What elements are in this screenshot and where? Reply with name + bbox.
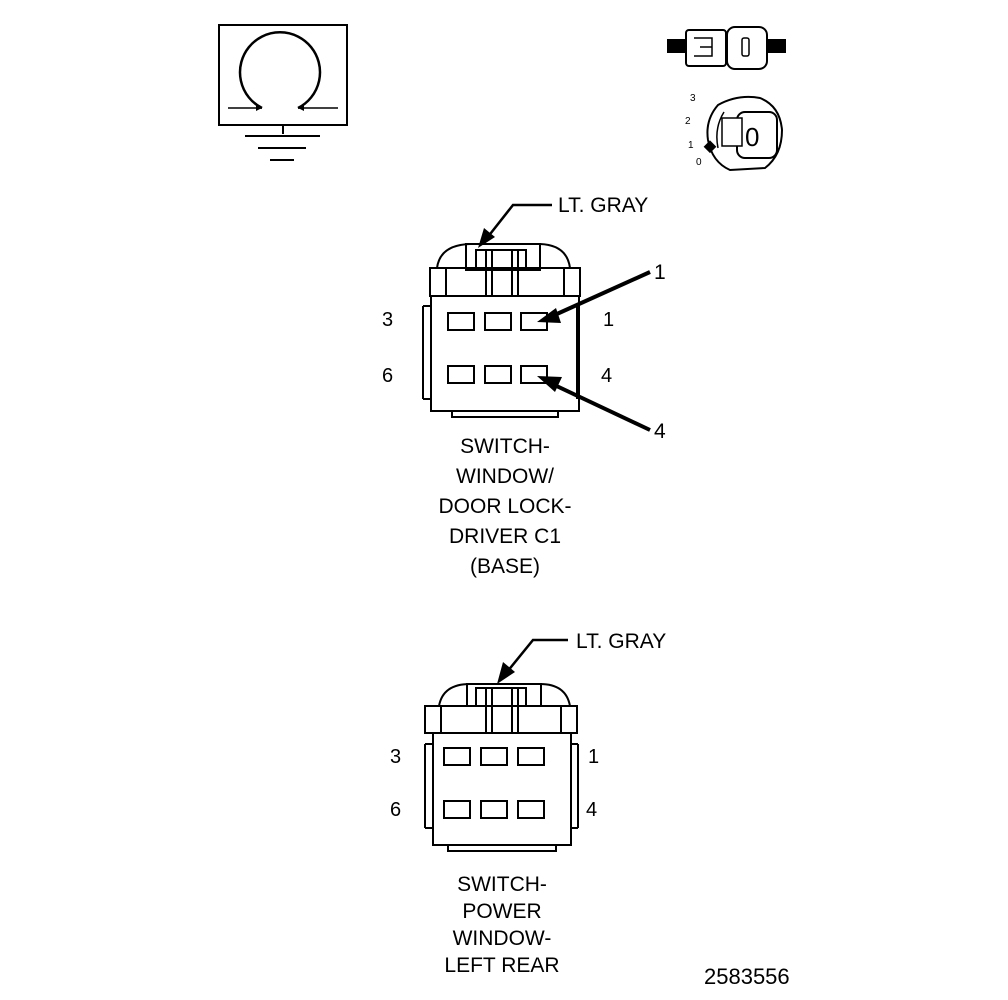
figure-number: 2583556: [704, 964, 790, 989]
callout-4-arrow: [537, 376, 651, 432]
connector-1-caption-line: (BASE): [469, 555, 540, 578]
connector-2-caption-line: LEFT REAR: [444, 954, 560, 977]
connector-2-pin-6-label: 6: [390, 799, 402, 821]
callout-1-arrow: [537, 270, 651, 323]
connector-1-body: [422, 243, 581, 418]
connector-1-pin-3-label: 3: [382, 309, 394, 331]
ignition-position-0: 0: [696, 157, 702, 168]
connector-1-pin-4-label: 4: [601, 365, 613, 387]
ignition-key-icon: [703, 95, 784, 172]
ignition-position-3: 3: [690, 93, 696, 104]
connector-1-pin-6-label: 6: [382, 365, 394, 387]
connector-1-color-label: LT. GRAY: [558, 194, 649, 217]
connector-1-pin-1-label: 1: [603, 309, 615, 331]
connector-1-caption: SWITCH- WINDOW/ DOOR LOCK- DRIVER C1 (BA…: [395, 432, 615, 582]
connector-2-pin-1-label: 1: [588, 746, 600, 768]
connector-2-pin-3-label: 3: [390, 746, 402, 768]
connector-2-color-leader: [497, 638, 568, 684]
connector-2-caption-line: POWER: [462, 900, 542, 923]
connector-1-color-leader: [478, 203, 552, 248]
callout-1-label: 1: [654, 261, 666, 284]
ignition-key-label: 0: [745, 122, 759, 152]
connector-1-caption-line: DRIVER C1: [448, 525, 562, 548]
connector-1-caption-line: SWITCH-: [460, 435, 550, 458]
connector-2-caption: SWITCH- POWER WINDOW- LEFT REAR: [392, 871, 612, 979]
connector-2-caption-line: WINDOW-: [452, 927, 552, 950]
connector-1-caption-line: DOOR LOCK-: [438, 495, 572, 518]
connector-2-color-label: LT. GRAY: [576, 630, 667, 653]
connector-1-caption-line: WINDOW/: [456, 465, 554, 488]
ignition-position-1: 1: [688, 140, 694, 151]
callout-4-label: 4: [654, 420, 666, 443]
connector-2-caption-line: SWITCH-: [457, 873, 547, 896]
connector-2-body: [424, 683, 579, 852]
inline-connector-icon: [667, 26, 786, 70]
ignition-position-2: 2: [685, 116, 691, 127]
ground-icon: [218, 24, 348, 161]
connector-2-pin-4-label: 4: [586, 799, 598, 821]
